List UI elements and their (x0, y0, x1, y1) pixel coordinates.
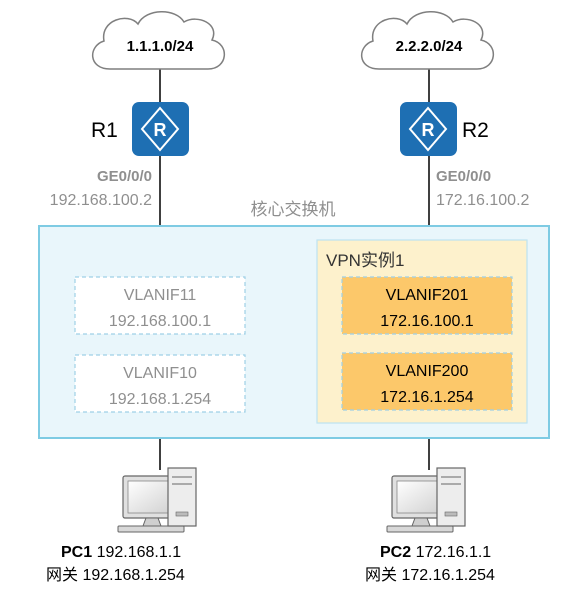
interface-ip: 192.168.1.254 (109, 391, 211, 408)
router-r1: R R1 GE0/0/0 192.168.100.2 (50, 102, 189, 209)
pc1-line1: PC1 192.168.1.1 (61, 544, 181, 561)
router-icon-letter: R (154, 120, 167, 140)
cloud-left-label: 1.1.1.0/24 (127, 38, 194, 55)
pc-icon (117, 467, 197, 533)
pc1-ip: 192.168.1.1 (97, 544, 182, 561)
interface-name: VLANIF11 (124, 287, 197, 304)
pc-icon (386, 467, 466, 533)
interface-box (341, 276, 513, 335)
router-r1-port: GE0/0/0 (97, 168, 152, 185)
pc2: PC2 172.16.1.1 网关 172.16.1.254 (365, 467, 495, 584)
router-icon-diamond (408, 106, 448, 152)
router-r2-ip: 172.16.100.2 (436, 192, 530, 209)
vpn-instance: VPN实例1 VLANIF201 172.16.100.1 VLANIF200 … (316, 239, 528, 424)
core-switch-title: 核心交换机 (251, 200, 336, 219)
router-r1-ip: 192.168.100.2 (50, 192, 152, 209)
cloud-left: 1.1.1.0/24 (92, 11, 225, 70)
interface-name: VLANIF200 (386, 363, 469, 380)
router-r1-name: R1 (91, 119, 118, 142)
pc1-gateway: 192.168.1.254 (82, 567, 184, 584)
left-interface-vlanif10: VLANIF10 192.168.1.254 (74, 354, 246, 413)
vpn-instance-title: VPN实例1 (326, 251, 404, 270)
interface-ip: 192.168.100.1 (109, 313, 211, 330)
interface-ip: 172.16.100.1 (380, 313, 474, 330)
cloud-left-shape (92, 11, 225, 70)
interface-box (74, 276, 246, 335)
pc2-gateway: 172.16.1.254 (401, 567, 495, 584)
cloud-right: 2.2.2.0/24 (361, 11, 494, 70)
left-interface-vlanif11: VLANIF11 192.168.100.1 (74, 276, 246, 335)
pc1-gw-label: 网关 (46, 566, 78, 584)
router-r2-name: R2 (462, 119, 489, 142)
interface-ip: 172.16.1.254 (380, 389, 474, 406)
pc2-gw-label: 网关 (365, 566, 397, 584)
router-icon-diamond (140, 106, 180, 152)
router-r2: R R2 GE0/0/0 172.16.100.2 (400, 102, 530, 209)
vpn-interface-vlanif200: VLANIF200 172.16.1.254 (341, 352, 513, 411)
pc2-name: PC2 (380, 544, 411, 561)
interface-name: VLANIF10 (123, 365, 197, 382)
pc2-ip: 172.16.1.1 (416, 544, 492, 561)
interface-box (341, 352, 513, 411)
cloud-right-shape (361, 11, 494, 70)
router-icon-letter: R (422, 120, 435, 140)
interface-box (74, 354, 246, 413)
pc2-line1: PC2 172.16.1.1 (380, 544, 491, 561)
cloud-right-label: 2.2.2.0/24 (396, 38, 463, 55)
pc2-line2: 网关 172.16.1.254 (365, 566, 495, 584)
vpn-interface-vlanif201: VLANIF201 172.16.100.1 (341, 276, 513, 335)
pc1-name: PC1 (61, 544, 92, 561)
router-icon (132, 102, 189, 156)
pc1: PC1 192.168.1.1 网关 192.168.1.254 (46, 467, 197, 584)
interface-name: VLANIF201 (386, 287, 469, 304)
router-icon (400, 102, 457, 156)
router-r2-port: GE0/0/0 (436, 168, 491, 185)
pc1-line2: 网关 192.168.1.254 (46, 566, 185, 584)
